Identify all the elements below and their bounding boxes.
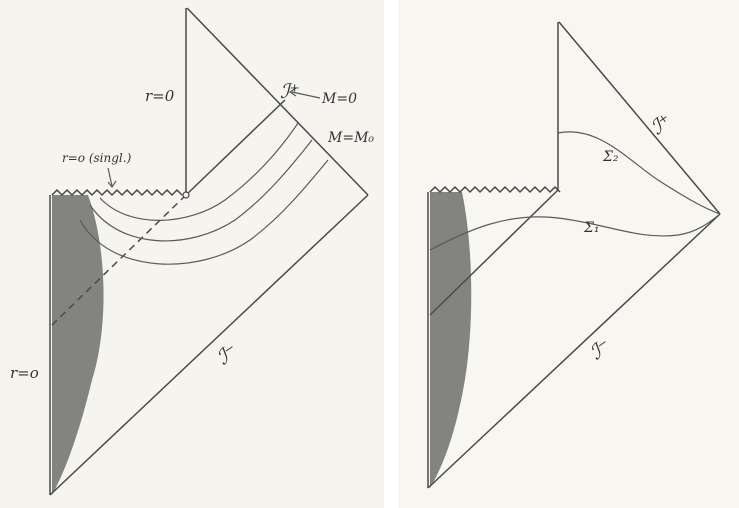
- right-penrose-diagram: ℐ⁺ Σ₂ Σ₁ ℐ⁻: [427, 21, 721, 489]
- left-past-null-infinity-line: [49, 194, 369, 496]
- right-label-scri-plus: ℐ⁺: [646, 108, 676, 139]
- sigma-2-hypersurface: [557, 131, 721, 215]
- right-past-null-infinity-line: [427, 213, 721, 489]
- right-singularity-wavy-line: [429, 185, 561, 194]
- left-future-null-infinity-line: [186, 7, 369, 196]
- mass-surface-middle: [89, 139, 313, 242]
- left-label-scri-minus: ℐ⁻: [212, 338, 242, 369]
- event-horizon-solid: [185, 99, 286, 196]
- left-label-scri-plus: ℐ⁺: [280, 79, 300, 103]
- left-penrose-diagram: r=0 ℐ⁺ M=0 r=o (singl.) M=M₀ ℐ⁻ r=o: [10, 7, 374, 496]
- mass-surface-inner: [99, 122, 299, 221]
- right-label-sigma-1: Σ₁: [583, 220, 600, 236]
- right-label-sigma-2: Σ₂: [602, 149, 619, 165]
- left-label-r0-top: r=0: [145, 87, 175, 105]
- left-label-r0-bottom: r=o: [10, 364, 39, 382]
- star-shaded-region: [52, 195, 104, 495]
- right-event-horizon-line: [429, 189, 559, 316]
- horizon-endpoint-marker: [182, 191, 190, 199]
- right-label-scri-minus: ℐ⁻: [585, 333, 615, 364]
- right-penrose-diagram-panel: ℐ⁺ Σ₂ Σ₁ ℐ⁻: [398, 0, 739, 508]
- right-future-null-infinity-line: [558, 21, 721, 215]
- left-penrose-diagram-panel: r=0 ℐ⁺ M=0 r=o (singl.) M=M₀ ℐ⁻ r=o: [0, 0, 384, 508]
- left-label-m-m0: M=M₀: [327, 130, 374, 146]
- right-star-shaded-region: [430, 192, 472, 488]
- m-zero-pointer-arrow: [288, 87, 321, 99]
- left-label-r0-singular: r=o (singl.): [62, 151, 132, 165]
- sigma-1-hypersurface: [429, 213, 721, 251]
- mass-surface-outer: [79, 159, 329, 265]
- singular-pointer-arrow: [107, 167, 117, 189]
- left-label-m-zero: M=0: [321, 91, 357, 107]
- left-singularity-wavy-line: [51, 188, 183, 197]
